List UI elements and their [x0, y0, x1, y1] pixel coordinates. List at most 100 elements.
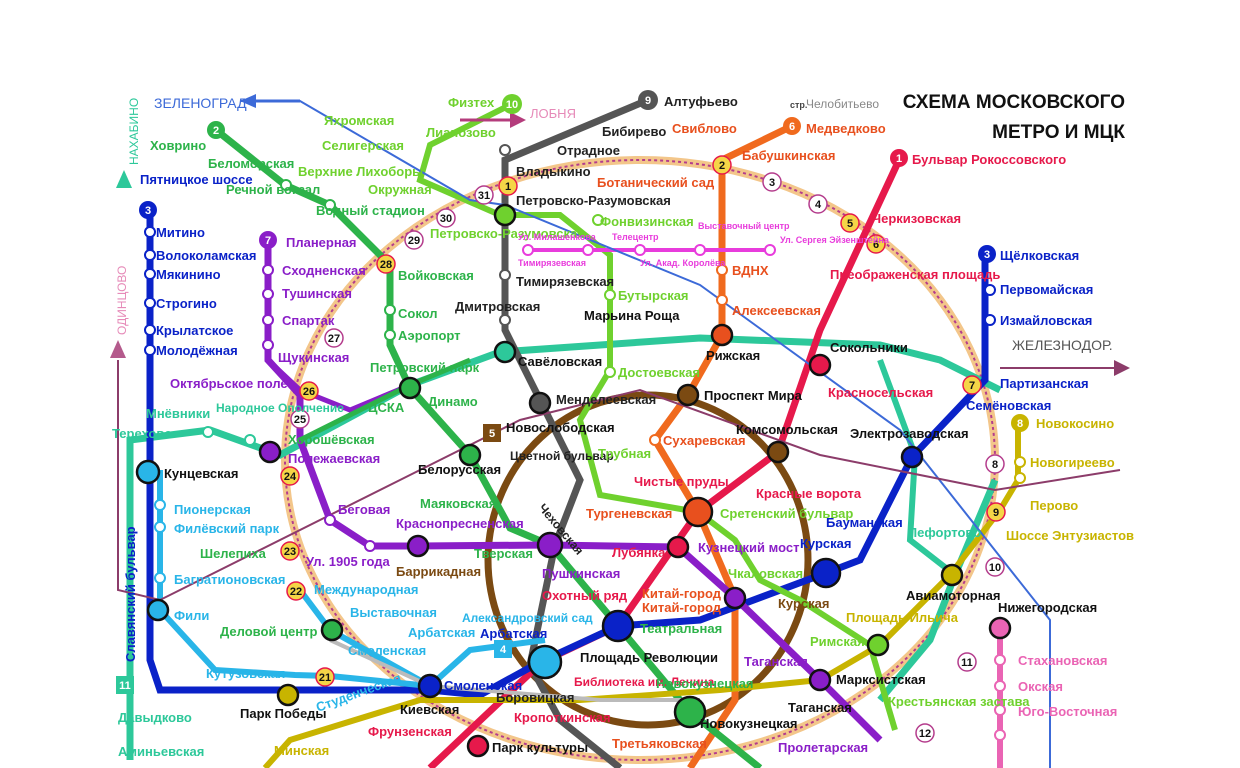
station-label[interactable]: Фили — [174, 608, 209, 623]
station-label[interactable]: Смоленская — [348, 643, 426, 658]
station-label[interactable]: Сретенский бульвар — [720, 506, 853, 521]
station-label[interactable]: Новогиреево — [1030, 455, 1115, 470]
node-ilyicha[interactable] — [866, 633, 890, 657]
node-arbatskaya[interactable] — [527, 644, 563, 680]
station-label[interactable]: Алтуфьево — [664, 94, 738, 109]
station-label[interactable]: Электрозаводская — [850, 426, 969, 441]
station-label[interactable]: Савёловская — [518, 354, 602, 369]
node-prospekt-mira[interactable] — [676, 383, 700, 407]
station-label[interactable]: Физтех — [448, 95, 495, 110]
station-label[interactable]: Октябрьское поле — [170, 376, 288, 391]
station-label[interactable]: Яхромская — [324, 113, 394, 128]
station-label[interactable]: Тимирязевская — [518, 258, 586, 268]
station-label[interactable]: Чкаловская — [728, 566, 803, 581]
node-kievskaya[interactable] — [417, 673, 443, 699]
station-label[interactable]: Рижская — [706, 348, 760, 363]
station-label[interactable]: Спартак — [282, 313, 335, 328]
station-label[interactable]: Ул. Сергея Эйзенштейна — [780, 235, 890, 245]
station-label[interactable]: Достоевская — [618, 365, 700, 380]
station-label[interactable]: Сокол — [398, 306, 438, 321]
station-label[interactable]: Партизанская — [1000, 376, 1089, 391]
node-petrovsky-park[interactable] — [398, 376, 422, 400]
station-label[interactable]: Телецентр — [612, 232, 659, 242]
station-label[interactable]: Площадь Ильича — [846, 610, 959, 625]
station-label[interactable]: Мнёвники — [146, 406, 210, 421]
station-label[interactable]: Митино — [156, 225, 205, 240]
station-label[interactable]: Бабушкинская — [742, 148, 835, 163]
station-label[interactable]: Фонвизинская — [600, 214, 694, 229]
station-label[interactable]: Молодёжная — [156, 343, 238, 358]
station-label[interactable]: Арбатская — [408, 625, 475, 640]
station-label[interactable]: Юго-Восточная — [1018, 704, 1117, 719]
station-label[interactable]: Речной вокзал — [226, 182, 320, 197]
station-label[interactable]: Преображенская площадь — [830, 267, 1000, 282]
station-label[interactable]: Международная — [314, 582, 418, 597]
station-label[interactable]: Площадь Революции — [580, 650, 718, 665]
node-chistye[interactable] — [682, 496, 714, 528]
station-label[interactable]: Ул. Милашенкова — [518, 232, 597, 242]
station-label[interactable]: Александровский сад — [462, 611, 593, 625]
station-label[interactable]: Хорошёвская — [288, 432, 375, 447]
station-label[interactable]: Менделеевская — [556, 392, 656, 407]
station-label[interactable]: Сухаревская — [663, 433, 746, 448]
station-label[interactable]: Ул. 1905 года — [306, 554, 391, 569]
node-lubyanka[interactable] — [666, 535, 690, 559]
node-fili[interactable] — [146, 598, 170, 622]
station-label[interactable]: Бульвар Рокоссовского — [912, 152, 1066, 167]
node-krasnopresnenskaya[interactable] — [406, 534, 430, 558]
station-label[interactable]: Новослободская — [506, 420, 615, 435]
station-label[interactable]: Охотный ряд — [542, 588, 628, 603]
station-label[interactable]: Трубная — [598, 446, 651, 461]
station-label[interactable]: Авиамоторная — [906, 588, 1000, 603]
station-label[interactable]: Аэропорт — [398, 328, 461, 343]
station-label[interactable]: Волоколамская — [156, 248, 256, 263]
station-label[interactable]: Курская — [778, 596, 830, 611]
station-label[interactable]: Белорусская — [418, 462, 501, 477]
station-label[interactable]: ВДНХ — [732, 263, 769, 278]
node-delovoy[interactable] — [320, 618, 344, 642]
station-label[interactable]: Бауманская — [826, 515, 903, 530]
node-park-pobedy[interactable] — [276, 683, 300, 707]
station-label[interactable]: Кузнецкий мост — [698, 540, 799, 555]
station-label[interactable]: Славянский бульвар — [123, 526, 138, 662]
station-label[interactable]: Пушкинская — [542, 566, 620, 581]
station-label[interactable]: Киевская — [400, 702, 459, 717]
station-label[interactable]: Багратионовская — [174, 572, 285, 587]
station-label[interactable]: Марьина Роща — [584, 308, 680, 323]
station-label[interactable]: Кунцевская — [164, 466, 238, 481]
station-label[interactable]: Цветной бульвар — [510, 449, 614, 463]
station-label[interactable]: Минская — [274, 743, 329, 758]
station-label[interactable]: Крестьянская застава — [888, 694, 1030, 709]
station-label[interactable]: Петровско-Разумовская — [430, 226, 585, 241]
station-label[interactable]: Планерная — [286, 235, 357, 250]
station-label[interactable]: Окружная — [368, 182, 432, 197]
station-label[interactable]: Арбатская — [480, 626, 547, 641]
station-label[interactable]: Челобитьево — [806, 97, 879, 111]
node-khoroshyovskaya[interactable] — [258, 440, 282, 464]
station-label[interactable]: Свиблово — [672, 121, 737, 136]
station-label[interactable]: Новокосино — [1036, 416, 1114, 431]
station-label[interactable]: Народное Ополчение — [216, 401, 344, 415]
station-label[interactable]: Ботанический сад — [597, 175, 715, 190]
station-label[interactable]: Парк Победы — [240, 706, 327, 721]
station-label[interactable]: Ховрино — [150, 138, 206, 153]
station-label[interactable]: Лианозово — [426, 125, 496, 140]
station-label[interactable]: Новокузнецкая — [700, 716, 798, 731]
station-label[interactable]: Щёлковская — [1000, 248, 1079, 263]
station-label[interactable]: Смоленская — [444, 678, 522, 693]
station-label[interactable]: Таганская — [744, 654, 808, 669]
station-label[interactable]: Медведково — [806, 121, 886, 136]
station-label[interactable]: Деловой центр — [220, 624, 317, 639]
station-label[interactable]: Тверская — [474, 546, 533, 561]
node-novokuznetskaya[interactable] — [673, 695, 707, 729]
node-mendeleevskaya[interactable] — [528, 391, 552, 415]
node-marksistskaya[interactable] — [808, 668, 832, 692]
node-teatralnaya[interactable] — [601, 609, 635, 643]
station-label[interactable]: Семёновская — [966, 398, 1051, 413]
node-belorusskaya[interactable] — [458, 443, 482, 467]
station-label[interactable]: Лубянка — [612, 545, 666, 560]
station-label[interactable]: Тушинская — [282, 286, 352, 301]
station-label[interactable]: Шоссе Энтузиастов — [1006, 528, 1134, 543]
node-nizhegorodskaya[interactable] — [988, 616, 1012, 640]
station-label[interactable]: Тургеневская — [586, 506, 672, 521]
